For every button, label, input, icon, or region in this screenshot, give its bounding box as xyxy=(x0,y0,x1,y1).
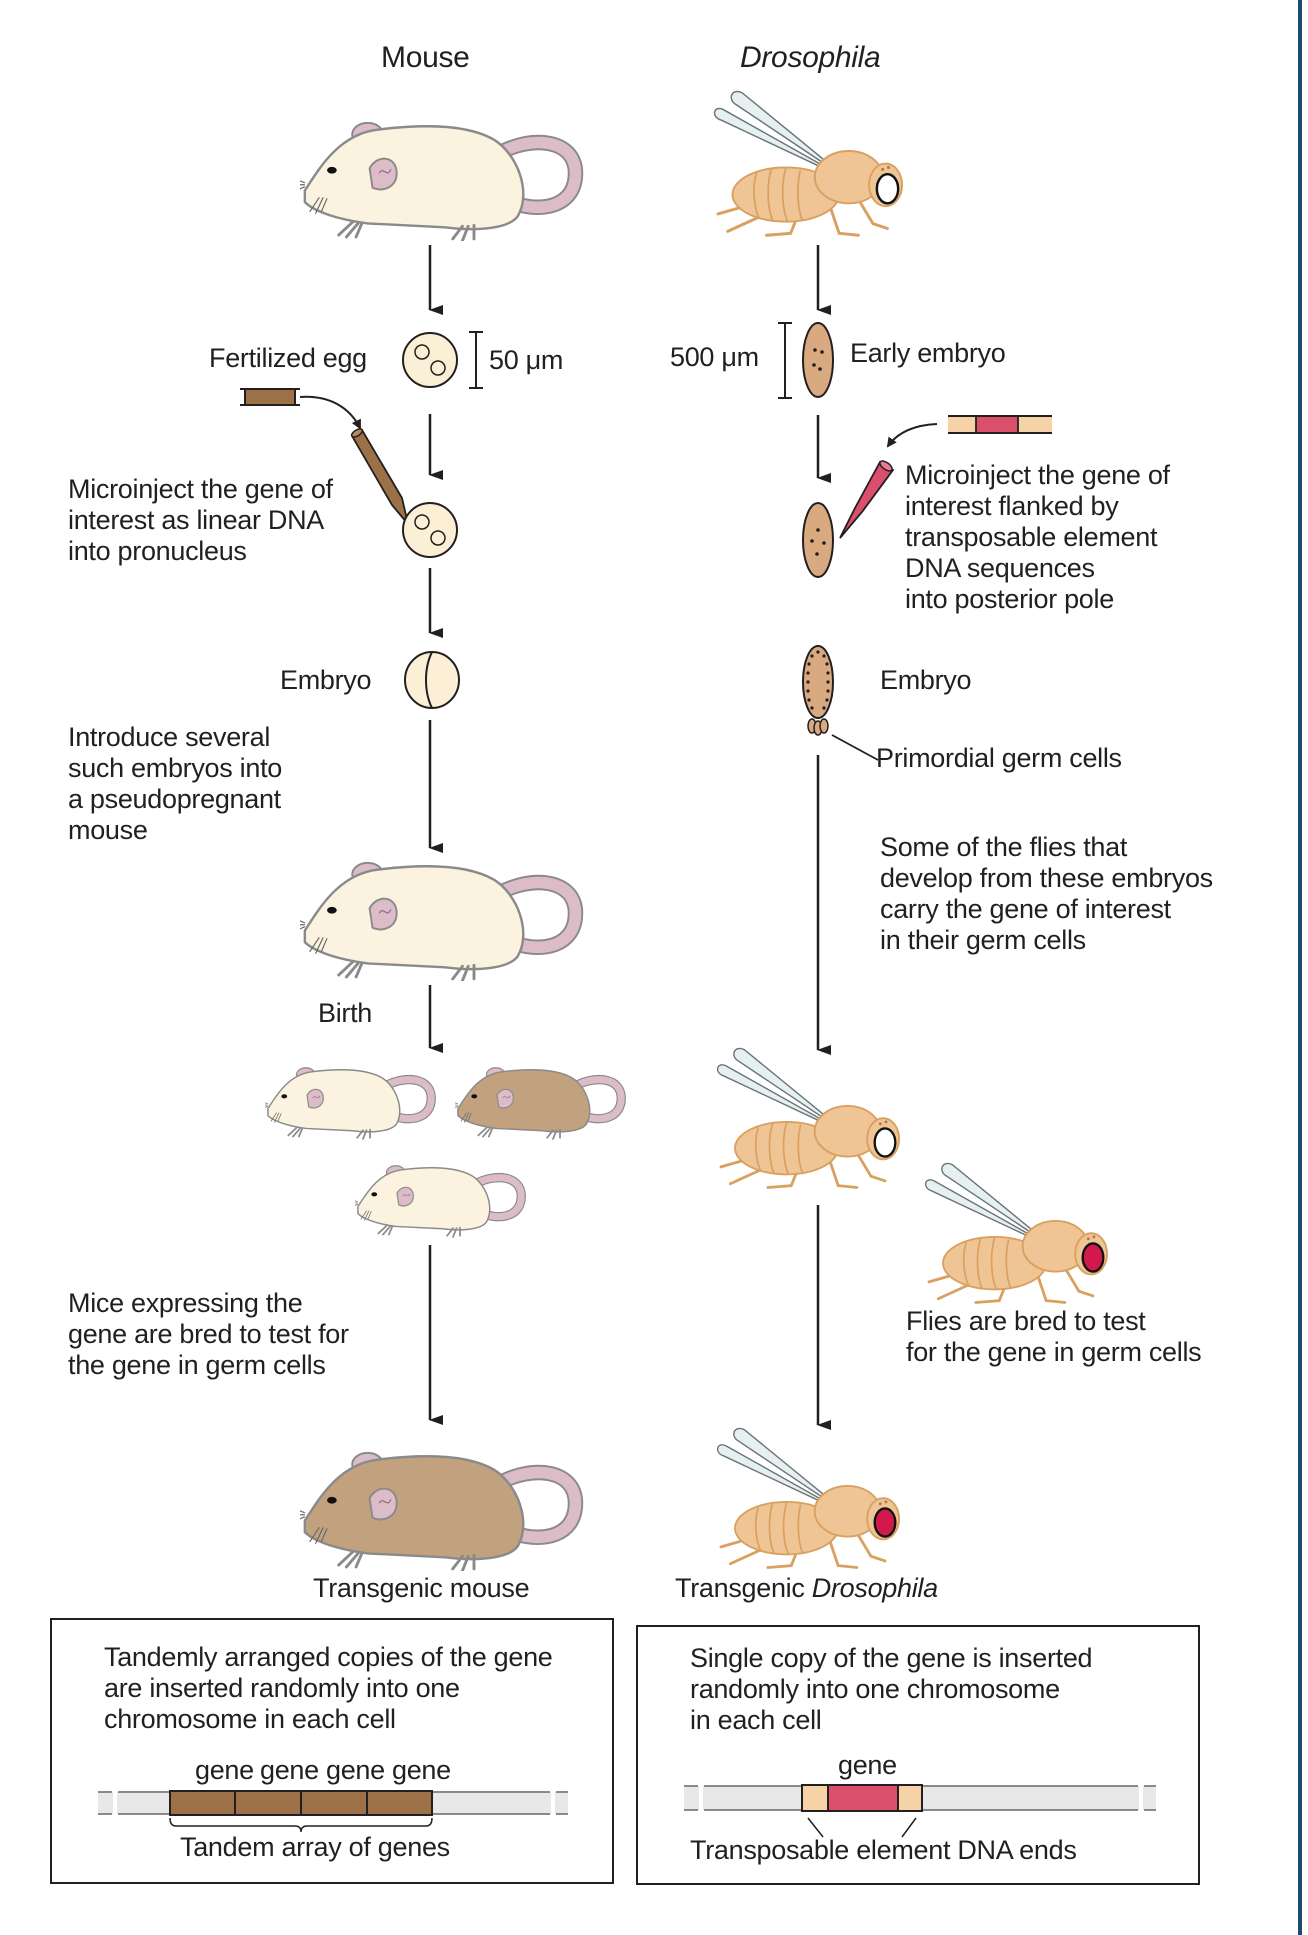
gene-label: gene xyxy=(195,1755,254,1785)
transgenic-mouse-label: Transgenic mouse xyxy=(313,1573,530,1603)
early-embryo-icon xyxy=(802,322,834,398)
inserted-gene-block xyxy=(827,1784,899,1812)
transgenic-mouse-illustration xyxy=(295,1453,575,1571)
tandem-array-brace xyxy=(169,1817,433,1833)
injection-arrow-mouse xyxy=(299,395,361,430)
transposon-end-left xyxy=(801,1784,829,1812)
red-eyed-mate-fly xyxy=(924,1161,1109,1304)
birth-label: Birth xyxy=(318,998,373,1028)
fly-embryo-label: Embryo xyxy=(880,665,972,695)
single-insertion-chromosome xyxy=(684,1784,1156,1838)
page-edge-rule xyxy=(1298,0,1302,1935)
transposable-ends-caption: Transposable element DNA ends xyxy=(690,1835,1077,1865)
injection-arrow-fly xyxy=(886,423,938,448)
gene-label: gene xyxy=(838,1750,897,1780)
fly-insertion-box: Single copy of the gene is inserted rand… xyxy=(636,1625,1200,1885)
transposon-end-right xyxy=(897,1784,923,1812)
fertilized-egg-label: Fertilized egg xyxy=(209,343,367,373)
transposon-dna-construct xyxy=(948,415,1052,434)
primordial-germ-cells-label: Primordial germ cells xyxy=(876,743,1122,773)
mouse-column-title: Mouse xyxy=(381,41,470,74)
pseudopregnant-mouse-illustration xyxy=(295,863,575,981)
injected-egg-icon xyxy=(402,502,458,558)
tandem-array-chromosome xyxy=(98,1790,568,1833)
tandem-gene-blocks xyxy=(169,1790,433,1816)
egg-scale-bar xyxy=(469,331,483,389)
tandem-array-caption: Tandem array of genes xyxy=(180,1832,450,1862)
white-eyed-adult-fly xyxy=(716,1046,901,1189)
mouse-micropipette xyxy=(350,428,409,525)
embryo-scale-label: 500 μm xyxy=(670,342,759,372)
transgenic-fly-label: Transgenic Drosophila xyxy=(675,1573,938,1603)
pup-mouse-white-2 xyxy=(352,1166,521,1237)
fertilized-egg-icon xyxy=(402,332,458,388)
white-eyed-fly-illustration xyxy=(713,90,904,237)
gene-label: gene xyxy=(326,1755,385,1785)
germ-cells-leader-line xyxy=(831,734,879,761)
fly-micropipette xyxy=(839,460,895,539)
two-cell-embryo-icon xyxy=(404,651,460,709)
early-embryo-label: Early embryo xyxy=(850,338,1006,368)
linear-dna-construct xyxy=(240,388,300,406)
mouse-insertion-box: Tandemly arranged copies of the gene are… xyxy=(50,1618,614,1884)
transgenic-fly-illustration xyxy=(716,1426,901,1569)
blastoderm-embryo-icon xyxy=(802,645,834,736)
mouse-embryo-label: Embryo xyxy=(280,665,372,695)
injected-embryo-icon xyxy=(802,502,834,578)
egg-scale-label: 50 μm xyxy=(489,345,564,375)
embryo-scale-bar xyxy=(778,322,792,399)
pup-mouse-white-1 xyxy=(262,1068,431,1139)
pup-mouse-brown xyxy=(452,1068,621,1139)
fly-column-title: Drosophila xyxy=(740,41,881,74)
wild-type-mouse-illustration xyxy=(295,123,575,241)
gene-label: gene xyxy=(260,1755,319,1785)
gene-label: gene xyxy=(392,1755,451,1785)
